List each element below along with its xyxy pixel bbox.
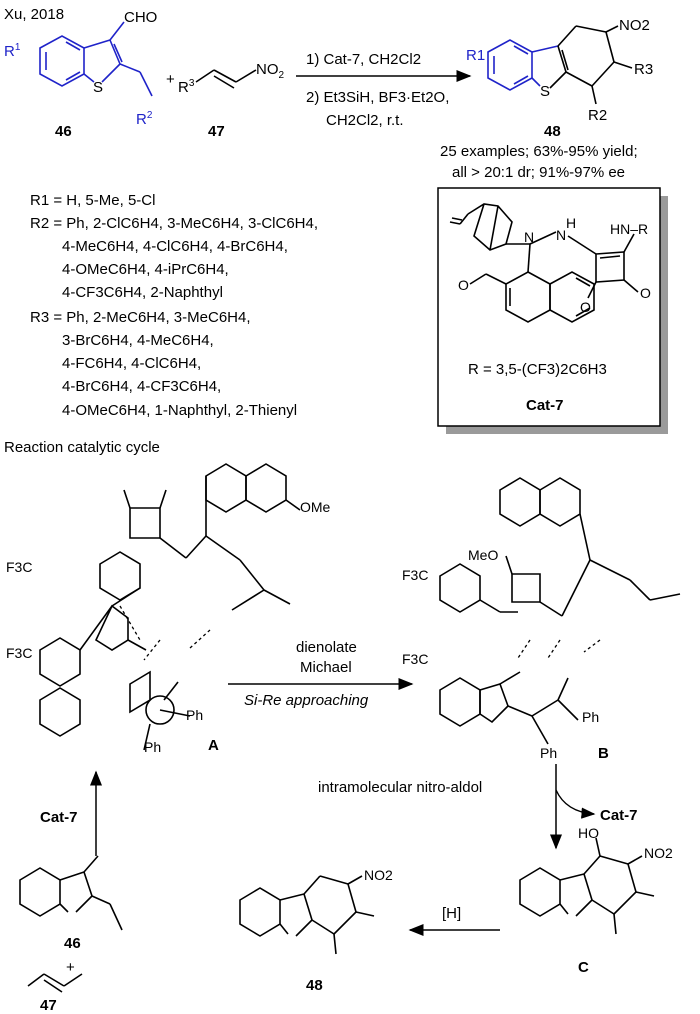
substituents-r3-line-2: 3-BrC6H4, 4-MeC6H4, bbox=[62, 332, 214, 349]
substituents-r1: R1 = H, 5-Me, 5-Cl bbox=[30, 192, 155, 209]
substituents-r2-line-3: 4-OMeC6H4, 4-iPrC6H4, bbox=[62, 261, 229, 278]
product-48-r3: R3 bbox=[634, 61, 653, 78]
int-b-ph-2: Ph bbox=[540, 745, 557, 761]
catalyst-box bbox=[437, 187, 661, 427]
substituents-r3-line-3: 4-FC6H4, 4-ClC6H4, bbox=[62, 355, 201, 372]
cat-input-label: Cat-7 bbox=[40, 809, 78, 826]
reactant-47-label: 47 bbox=[208, 123, 225, 140]
start-46-label: 46 bbox=[64, 935, 81, 952]
intermediate-c-structure bbox=[519, 837, 655, 935]
catalyst-o-2: O bbox=[580, 299, 591, 315]
catalyst-n-quinuclidine: N bbox=[524, 229, 534, 245]
reactant-46-structure bbox=[39, 21, 153, 97]
int-b-ph-1: Ph bbox=[582, 709, 599, 725]
cat-release-arrow bbox=[555, 789, 596, 819]
int-b-cf3-top: F3C bbox=[402, 567, 428, 583]
reactant-46-s: S bbox=[93, 79, 103, 96]
catalyst-o-1: O bbox=[640, 285, 651, 301]
final-48-label: 48 bbox=[306, 977, 323, 994]
catalyst-nh: N bbox=[556, 227, 566, 243]
reactant-47-no2: NO2 bbox=[256, 61, 285, 81]
intermediate-b-structure bbox=[439, 477, 681, 745]
substituents-r2-line-1: R2 = Ph, 2-ClC6H4, 3-MeC6H4, 3-ClC6H4, bbox=[30, 215, 318, 232]
step-1-line-1: dienolate bbox=[296, 639, 357, 656]
step-1-line-2: Michael bbox=[300, 659, 352, 676]
product-48-structure bbox=[487, 25, 633, 105]
product-48-label: 48 bbox=[544, 123, 561, 140]
int-c-label: C bbox=[578, 959, 589, 976]
start-46-structure bbox=[19, 855, 123, 931]
ts-a-ph-2: Ph bbox=[144, 739, 161, 755]
ts-a-label: A bbox=[208, 737, 219, 754]
reactant-46-label: 46 bbox=[55, 123, 72, 140]
product-48-r2: R2 bbox=[588, 107, 607, 124]
ts-a-cf3-bottom: F3C bbox=[6, 645, 32, 661]
ts-a-ph-1: Ph bbox=[186, 707, 203, 723]
citation: Xu, 2018 bbox=[4, 6, 64, 23]
reduction-label: [H] bbox=[442, 905, 461, 922]
int-b-cf3-bottom: F3C bbox=[402, 651, 428, 667]
ts-a-cf3-top: F3C bbox=[6, 559, 32, 575]
int-c-no2: NO2 bbox=[644, 845, 673, 861]
catalyst-ome: O bbox=[458, 277, 469, 293]
conditions-1: 1) Cat-7, CH2Cl2 bbox=[306, 51, 421, 68]
product-48-r1: R1 bbox=[466, 47, 485, 64]
int-c-ho: HO bbox=[578, 825, 599, 841]
int-b-label: B bbox=[598, 745, 609, 762]
substituents-r3-line-4: 4-BrC6H4, 4-CF3C6H4, bbox=[62, 378, 221, 395]
ts-a-ome: OMe bbox=[300, 499, 331, 515]
reactant-47-r3: R3 bbox=[178, 78, 195, 96]
catalyst-h: H bbox=[566, 215, 576, 231]
final-48-structure bbox=[239, 875, 375, 955]
reactant-46-r2: R2 bbox=[136, 110, 153, 128]
catalyst-hn-r: HN–R bbox=[610, 221, 648, 237]
step-1-line-3: Si-Re approaching bbox=[244, 692, 369, 709]
plus-sign: + bbox=[166, 71, 175, 88]
result-line-2: all > 20:1 dr; 91%-97% ee bbox=[452, 164, 625, 181]
start-47-structure bbox=[27, 973, 83, 993]
product-48-no2: NO2 bbox=[619, 17, 650, 34]
reactant-47-structure bbox=[195, 69, 257, 89]
substituents-r2-line-2: 4-MeC6H4, 4-ClC6H4, 4-BrC6H4, bbox=[62, 238, 288, 255]
substituents-r3-line-5: 4-OMeC6H4, 1-Naphthyl, 2-Thienyl bbox=[62, 402, 297, 419]
reactant-46-r1: R1 bbox=[4, 42, 21, 60]
catalyst-structure bbox=[449, 203, 639, 323]
final-48-no2: NO2 bbox=[364, 867, 393, 883]
start-47-label: 47 bbox=[40, 997, 57, 1014]
conditions-2: 2) Et3SiH, BF3·Et2O, bbox=[306, 89, 449, 106]
catalyst-r-definition: R = 3,5-(CF3)2C6H3 bbox=[468, 361, 607, 378]
step-2-label: intramolecular nitro-aldol bbox=[318, 779, 482, 796]
result-line-1: 25 examples; 63%-95% yield; bbox=[440, 143, 638, 160]
cycle-title: Reaction catalytic cycle bbox=[4, 439, 160, 456]
ts-a-structure bbox=[39, 463, 301, 751]
int-b-meo: MeO bbox=[468, 547, 498, 563]
substituents-r3-line-1: R3 = Ph, 2-MeC6H4, 3-MeC6H4, bbox=[30, 309, 251, 326]
start-plus: + bbox=[66, 959, 75, 976]
catalyst-name: Cat-7 bbox=[526, 397, 564, 414]
product-48-s: S bbox=[540, 83, 550, 100]
cat-release-label: Cat-7 bbox=[600, 807, 638, 824]
conditions-3: CH2Cl2, r.t. bbox=[326, 112, 404, 129]
reactant-46-cho: CHO bbox=[124, 9, 157, 26]
substituents-r2-line-4: 4-CF3C6H4, 2-Naphthyl bbox=[62, 284, 223, 301]
